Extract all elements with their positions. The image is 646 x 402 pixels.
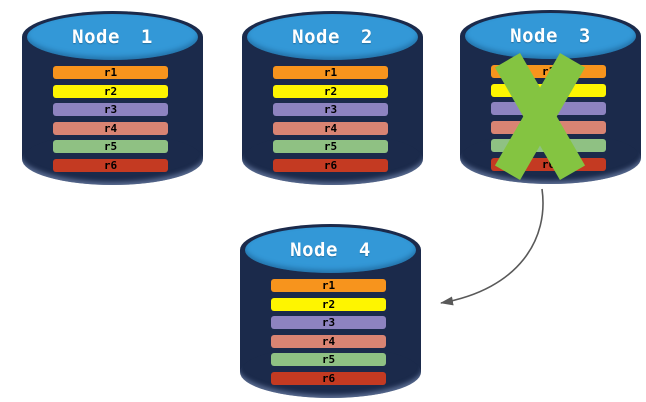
replica-r5: r5 <box>273 140 388 153</box>
replica-label: r2 <box>103 84 118 98</box>
replica-label: r6 <box>323 158 338 172</box>
node-title: Node 4 <box>290 239 371 261</box>
node-1: Node 1 r1 r2 r3 r4 r5 r6 <box>22 11 203 185</box>
replica-r5: r5 <box>53 140 168 153</box>
replica-r2: r2 <box>273 84 388 98</box>
replica-label: r6 <box>541 157 556 171</box>
replica-r3: r3 <box>491 102 606 115</box>
cylinder-cap: Node 4 <box>245 227 416 273</box>
replica-label: r1 <box>541 65 556 78</box>
cylinder-cap: Node 1 <box>27 14 198 60</box>
replica-label: r5 <box>321 353 336 366</box>
node-title: Node 3 <box>510 25 591 47</box>
replica-r1: r1 <box>53 66 168 79</box>
node-title: Node 1 <box>72 26 153 48</box>
replica-r3: r3 <box>273 103 388 116</box>
replica-r3: r3 <box>53 103 168 116</box>
replica-label: r6 <box>103 158 118 172</box>
replica-label: r2 <box>321 297 336 311</box>
replica-r6: r6 <box>273 158 388 172</box>
replica-r4: r4 <box>271 334 386 348</box>
replica-label: r3 <box>541 102 556 115</box>
node-4: Node 4 r1 r2 r3 r4 r5 r6 <box>240 224 421 398</box>
replica-list: r1 r2 r3 r4 r5 r6 <box>53 66 168 172</box>
replica-r5: r5 <box>271 353 386 366</box>
replica-r2: r2 <box>491 83 606 97</box>
replica-label: r4 <box>323 121 338 135</box>
replica-r3: r3 <box>271 316 386 329</box>
replica-r2: r2 <box>271 297 386 311</box>
replica-r4: r4 <box>273 121 388 135</box>
replica-r4: r4 <box>491 120 606 134</box>
replica-label: r4 <box>103 121 118 135</box>
replica-r4: r4 <box>53 121 168 135</box>
node-3: Node 3 r1 r2 r3 r4 r5 r6 <box>460 10 641 184</box>
replica-r1: r1 <box>491 65 606 78</box>
replica-label: r5 <box>323 140 338 153</box>
replica-label: r1 <box>103 66 118 79</box>
replica-list: r1 r2 r3 r4 r5 r6 <box>273 66 388 172</box>
replica-label: r1 <box>321 279 336 292</box>
replica-r6: r6 <box>53 158 168 172</box>
node-title: Node 2 <box>292 26 373 48</box>
replica-label: r3 <box>103 103 118 116</box>
replica-label: r5 <box>103 140 118 153</box>
cylinder-cap: Node 2 <box>247 14 418 60</box>
replica-r5: r5 <box>491 139 606 152</box>
replica-r1: r1 <box>273 66 388 79</box>
replica-label: r3 <box>323 103 338 116</box>
replica-r1: r1 <box>271 279 386 292</box>
replica-r6: r6 <box>271 371 386 385</box>
failover-arrow-path <box>440 188 544 306</box>
replica-label: r4 <box>321 334 336 348</box>
replica-r6: r6 <box>491 157 606 171</box>
replica-label: r4 <box>541 120 556 134</box>
replica-list: r1 r2 r3 r4 r5 r6 <box>271 279 386 385</box>
replica-r2: r2 <box>53 84 168 98</box>
replica-label: r3 <box>321 316 336 329</box>
replica-label: r2 <box>323 84 338 98</box>
replica-label: r1 <box>323 66 338 79</box>
replica-label: r5 <box>541 139 556 152</box>
node-2: Node 2 r1 r2 r3 r4 r5 r6 <box>242 11 423 185</box>
replica-label: r6 <box>321 371 336 385</box>
replica-list: r1 r2 r3 r4 r5 r6 <box>491 65 606 171</box>
replica-label: r2 <box>541 83 556 97</box>
cylinder-cap: Node 3 <box>465 13 636 59</box>
